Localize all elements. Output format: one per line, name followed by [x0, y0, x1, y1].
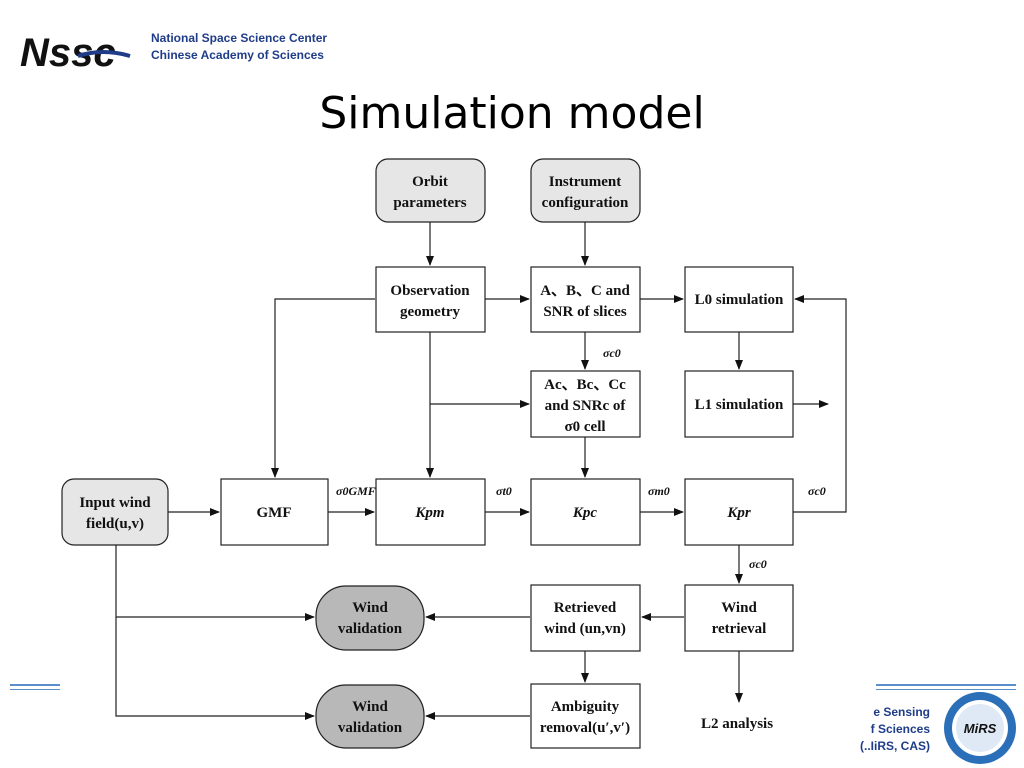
validation-2-label-1: Wind [352, 699, 388, 715]
sigma-gmf-label: σ0GMF [336, 484, 376, 498]
observation-geometry-box [375, 266, 486, 333]
sigma-c-label: σc0 [603, 346, 621, 360]
gmf-label: GMF [257, 505, 292, 521]
orbit-label-1: Orbit [412, 174, 448, 190]
mirs-badge-logo: MiRS [944, 692, 1016, 764]
organization-name: National Space Science Center Chinese Ac… [151, 30, 327, 64]
footer-line-3: (..IiRS, CAS) [859, 739, 930, 753]
orbit-label-2: parameters [393, 195, 466, 211]
orbit-parameters-box [375, 158, 486, 223]
l1-simulation-box [684, 370, 794, 438]
kpr-label: Kpr [726, 505, 751, 521]
footer-line-2: f Sciences [870, 722, 930, 736]
obs-geometry-label-1: Observation [390, 283, 470, 299]
validation-1-label-2: validation [338, 621, 403, 637]
l0-label: L0 simulation [695, 292, 784, 308]
wind-retrieval-box [684, 584, 794, 652]
retrieved-wind-label-1: Retrieved [554, 600, 617, 616]
cell-box [530, 370, 641, 438]
slices-label-2: SNR of slices [543, 304, 626, 320]
footer-institute: e Sensing f Sciences (..IiRS, CAS) [860, 704, 930, 755]
wind-validation-box-2 [315, 684, 425, 749]
sigma-c-retrieval-label: σc0 [749, 557, 767, 571]
org-line-1: National Space Science Center [151, 31, 328, 45]
cell-label-3: σ0 cell [564, 419, 605, 435]
kpm-label: Kpm [414, 505, 444, 521]
left-divider [10, 684, 60, 686]
cell-label-2: and SNRc of [545, 398, 627, 414]
slices-box [530, 266, 641, 333]
badge-text: MiRS [964, 721, 997, 736]
wind-retrieval-label-2: retrieval [712, 621, 767, 637]
ambiguity-removal-box [530, 683, 641, 749]
ambiguity-label-1: Ambiguity [551, 699, 620, 715]
kpc-label: Kpc [572, 505, 598, 521]
sigma-t-label: σt0 [496, 484, 512, 498]
slide-title: Simulation model [319, 88, 705, 139]
nssc-logo: Nssc [20, 31, 131, 74]
input-wind-label-2: field(u,v) [86, 516, 144, 532]
obs-geometry-label-2: geometry [400, 304, 460, 320]
connectors [115, 222, 847, 720]
kpc-box [530, 478, 641, 546]
l1-label: L1 simulation [695, 397, 784, 413]
right-divider [876, 684, 1016, 686]
validation-1-label-1: Wind [352, 600, 388, 616]
slices-label-1: A、B、C and [540, 283, 630, 299]
kpm-box [375, 478, 486, 546]
org-line-2: Chinese Academy of Sciences [151, 48, 324, 62]
retrieved-wind-box [530, 584, 641, 652]
l2-analysis-label: L2 analysis [701, 716, 773, 732]
right-divider-thin [876, 689, 1016, 690]
l0-simulation-box [684, 266, 794, 333]
wind-retrieval-label-1: Wind [721, 600, 757, 616]
instrument-configuration-box [530, 158, 641, 223]
gmf-box [220, 478, 329, 546]
sigma-c-feedback-label: σc0 [808, 484, 826, 498]
input-wind-field-box [61, 478, 169, 546]
validation-2-label-2: validation [338, 720, 403, 736]
wind-validation-box-1 [315, 585, 425, 651]
cell-label-1: Ac、Bc、Cc [544, 377, 626, 393]
left-divider-thin [10, 689, 60, 690]
kpr-box [684, 478, 794, 546]
instrument-label-1: Instrument [549, 174, 622, 190]
retrieved-wind-label-2: wind (un,vn) [544, 621, 626, 637]
sigma-m-label: σm0 [648, 484, 670, 498]
instrument-label-2: configuration [542, 195, 629, 211]
footer-line-1: e Sensing [873, 705, 930, 719]
input-wind-label-1: Input wind [79, 495, 151, 511]
ambiguity-label-2: removal(u′,v′) [540, 720, 630, 736]
